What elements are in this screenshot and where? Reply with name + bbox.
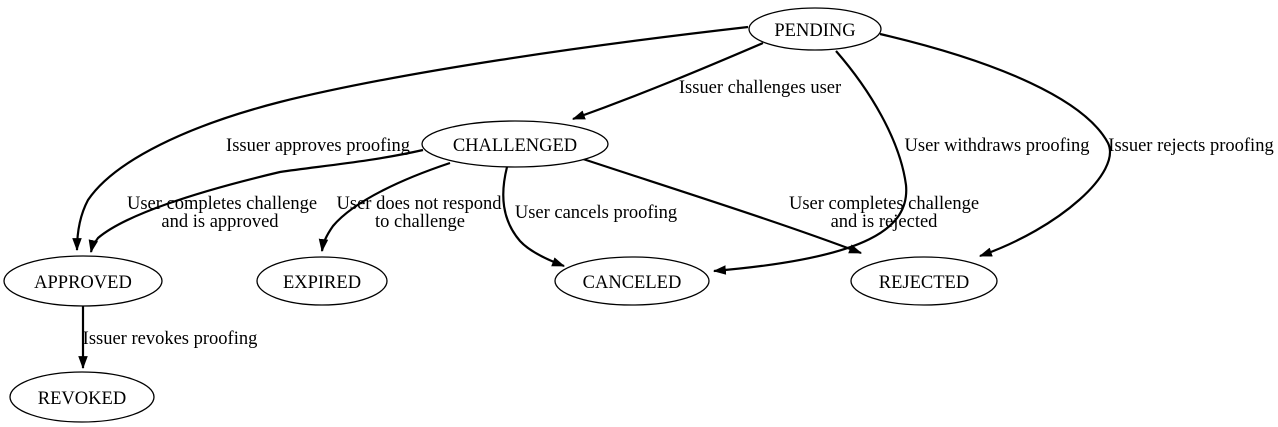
- edge-label-user-completes-challenge-approved-line1: User completes challenge: [127, 194, 317, 214]
- challenged-ellipse: [421, 120, 609, 168]
- edge-label-user-cancels-proofing: User cancels proofing: [515, 203, 677, 223]
- nodes: PENDING CHALLENGED APPROVED EXPIRED CANC…: [3, 7, 998, 423]
- expired-label: EXPIRED: [283, 273, 361, 293]
- edge-pending-rejected: [879, 32, 1111, 258]
- edge-label-issuer-rejects-proofing: Issuer rejects proofing: [1108, 136, 1273, 156]
- approved-ellipse: [3, 255, 163, 307]
- challenged-label: CHALLENGED: [453, 136, 577, 156]
- state-node-revoked: REVOKED: [9, 371, 155, 423]
- canceled-ellipse: [554, 256, 710, 306]
- edge-label-user-completes-challenge-rejected-line2: and is rejected: [831, 212, 939, 232]
- expired-ellipse: [256, 256, 388, 306]
- edge-label-user-does-not-respond-line1: User does not respond: [337, 194, 503, 214]
- edges: [72, 25, 1111, 370]
- edge-challenged-approved: [88, 148, 424, 254]
- rejected-label: REJECTED: [879, 273, 969, 293]
- revoked-ellipse: [9, 371, 155, 423]
- state-node-pending: PENDING: [748, 7, 882, 51]
- pending-label: PENDING: [774, 21, 855, 41]
- edge-labels: Issuer challenges user Issuer approves p…: [83, 78, 1274, 349]
- edge-label-issuer-revokes-proofing: Issuer revokes proofing: [83, 329, 258, 349]
- edge-label-user-completes-challenge-rejected-line1: User completes challenge: [789, 194, 979, 214]
- edge-pending-challenged: [571, 41, 764, 121]
- state-node-challenged: CHALLENGED: [421, 120, 609, 168]
- rejected-ellipse: [850, 256, 998, 306]
- revoked-label: REVOKED: [38, 389, 126, 409]
- edge-label-user-does-not-respond-line2: to challenge: [375, 212, 465, 232]
- edge-label-user-completes-challenge-approved-line2: and is approved: [161, 212, 279, 232]
- edge-challenged-expired: [318, 161, 451, 253]
- edge-pending-canceled: [712, 50, 908, 275]
- approved-label: APPROVED: [34, 273, 132, 293]
- canceled-label: CANCELED: [583, 273, 682, 293]
- pending-ellipse: [748, 7, 882, 51]
- state-node-rejected: REJECTED: [850, 256, 998, 306]
- edge-challenged-canceled: [502, 166, 566, 268]
- state-node-approved: APPROVED: [3, 255, 163, 307]
- edge-pending-approved: [72, 25, 749, 252]
- edge-label-user-withdraws-proofing: User withdraws proofing: [905, 136, 1090, 156]
- state-node-canceled: CANCELED: [554, 256, 710, 306]
- edge-label-issuer-challenges-user: Issuer challenges user: [679, 78, 841, 98]
- edge-label-issuer-approves-proofing: Issuer approves proofing: [226, 136, 410, 156]
- state-node-expired: EXPIRED: [256, 256, 388, 306]
- edge-challenged-rejected: [579, 156, 863, 255]
